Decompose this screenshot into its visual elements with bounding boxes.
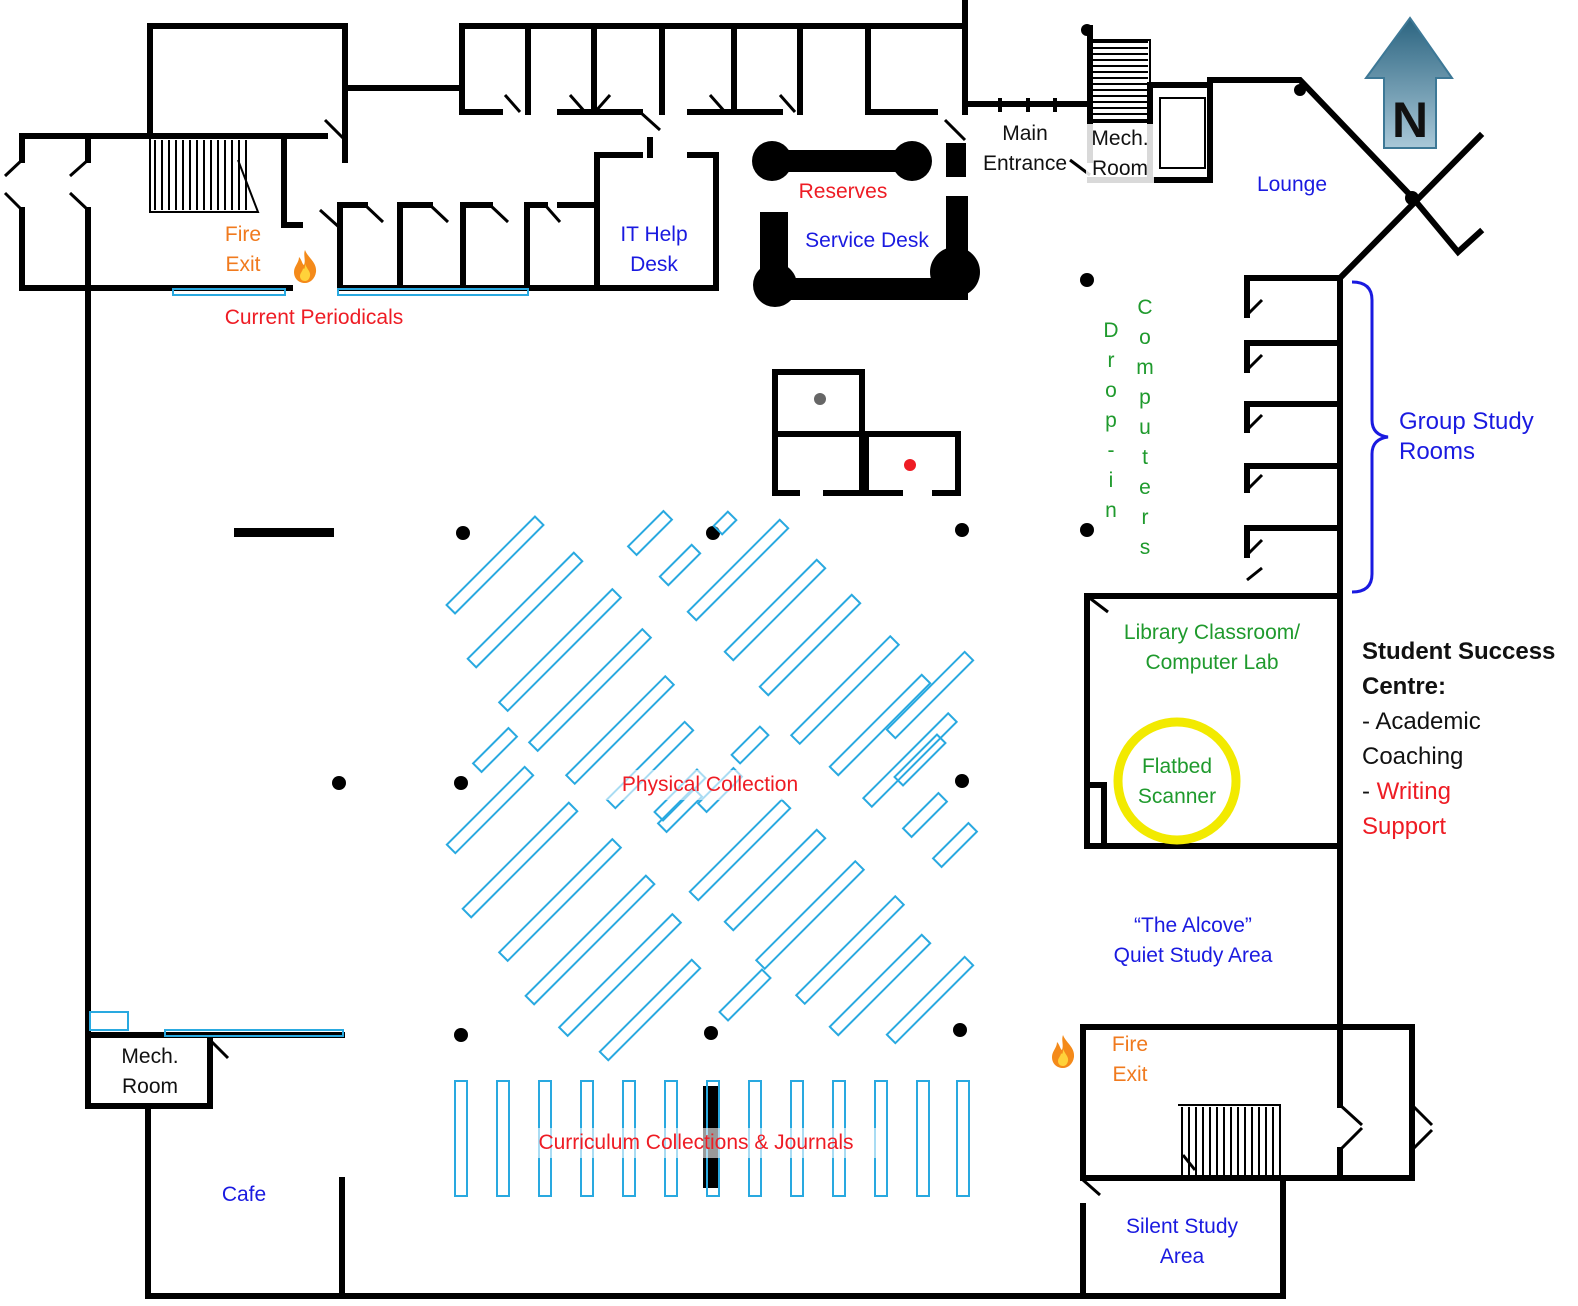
shelf [466, 551, 584, 669]
drop-in-label: D r o p - i n [1103, 319, 1119, 522]
compass-label: N [1391, 92, 1429, 148]
shelf [557, 912, 683, 1038]
shelf [688, 798, 792, 902]
shelf [723, 558, 827, 662]
shelf [527, 627, 653, 753]
columns [332, 24, 1419, 1042]
shelf [758, 593, 862, 697]
shelf [454, 1080, 468, 1197]
shelf [496, 1080, 510, 1197]
computers-label: C o m p u t e r s [1136, 296, 1154, 559]
shelf [497, 837, 623, 963]
fire-exit-top-label: Fire Exit [224, 223, 262, 276]
mech-room-top-label: Mech. Room [1086, 124, 1154, 184]
current-periodicals-label: Current Periodicals [224, 306, 404, 329]
flatbed-scanner-highlight [1113, 717, 1241, 845]
shelf [874, 1080, 888, 1197]
shelf [730, 725, 770, 765]
shelf [712, 510, 738, 536]
it-help-desk-label: IT Help Desk [620, 223, 688, 276]
fire-icon [1052, 1035, 1075, 1068]
shelf [828, 673, 932, 777]
shelf [893, 733, 947, 787]
shelf [901, 791, 949, 839]
the-alcove-label: “The Alcove” Quiet Study Area [1113, 914, 1273, 967]
shelf [461, 801, 579, 919]
curriculum-label: Curriculum Collections & Journals [516, 1128, 876, 1158]
shelf [445, 515, 545, 615]
door-swings [3, 94, 1434, 1197]
physical-collection-label: Physical Collection [600, 770, 820, 800]
fire-exit-bottom-label: Fire Exit [1111, 1033, 1149, 1086]
mech-room-bottom-label: Mech. Room [121, 1045, 179, 1098]
shelf [524, 874, 656, 1006]
shelf [885, 955, 975, 1045]
shelf [794, 894, 906, 1006]
shelf [686, 518, 790, 622]
main-entrance-label: Main Entrance [982, 122, 1068, 175]
shelf [626, 509, 674, 557]
group-study-bracket [1351, 280, 1389, 594]
shelf [885, 650, 975, 740]
student-success-centre: Student Success Centre: - Academic Coach… [1362, 638, 1556, 840]
shelf [956, 1080, 970, 1197]
reserves-label: Reserves [798, 180, 888, 203]
shelf [598, 958, 702, 1062]
fire-icon [294, 250, 317, 283]
cafe-label: Cafe [221, 1183, 267, 1206]
shelf [916, 1080, 930, 1197]
shelf [497, 587, 623, 713]
service-desk-label: Service Desk [805, 229, 929, 252]
stack-shelves [445, 509, 979, 1062]
service-desk-counter [752, 141, 980, 307]
shelf [718, 968, 772, 1022]
stairs-icon [149, 39, 1281, 1178]
shelf [564, 674, 676, 786]
silent-study-label: Silent Study Area [1125, 1215, 1239, 1268]
lounge-label: Lounge [1256, 173, 1328, 196]
shelf [754, 859, 866, 971]
shelves [89, 288, 529, 1037]
shelf [471, 726, 519, 774]
shelf [931, 821, 979, 869]
main-entrance-gate [965, 98, 1090, 112]
walls [19, 0, 1485, 1299]
flatbed-scanner-label: Flatbed Scanner [1137, 755, 1217, 808]
shelf [723, 828, 827, 932]
shelf [445, 765, 535, 855]
north-arrow-icon [1364, 16, 1454, 149]
shelf [828, 933, 932, 1037]
shelf [789, 634, 901, 746]
shelf [861, 711, 959, 809]
library-classroom-label: Library Classroom/ Computer Lab [1123, 621, 1301, 674]
group-study-rooms-label: Group Study Rooms [1399, 408, 1534, 465]
shelf [605, 720, 695, 810]
shelf [658, 543, 702, 587]
